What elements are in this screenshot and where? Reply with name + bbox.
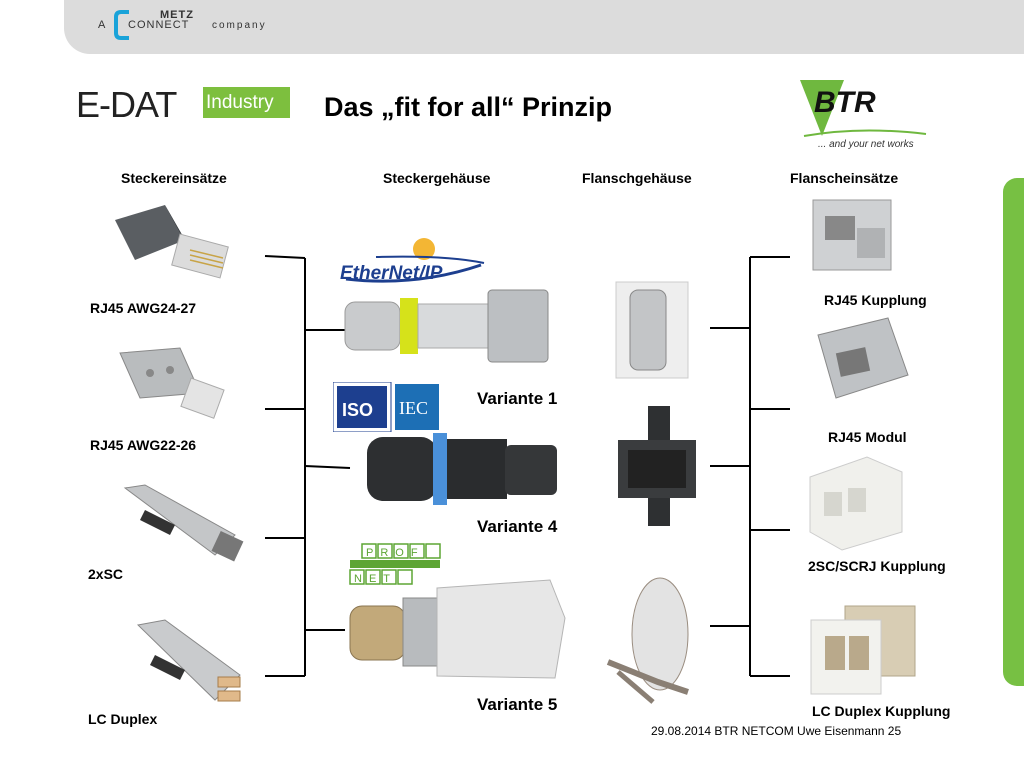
metz-c-logo-icon	[114, 10, 129, 40]
flange-insert-label-lc-duplex: LC Duplex Kupplung	[812, 703, 951, 719]
iec-text: IEC	[399, 398, 428, 418]
flange-insert-label-rj45-kupplung: RJ45 Kupplung	[824, 292, 927, 308]
metz-a-text: A	[98, 19, 107, 31]
metz-text: METZ	[160, 9, 194, 21]
slide-title: Das „fit for all“ Prinzip	[324, 92, 613, 122]
company-text: company	[212, 20, 267, 31]
header-bar	[64, 0, 1024, 54]
2xsc-plug-image	[123, 484, 244, 562]
lc-duplex-kupplung-image	[810, 605, 916, 695]
btr-tagline: ... and your net works	[818, 139, 914, 150]
insert-label-2xsc: 2xSC	[88, 566, 124, 582]
column-header-flange-inserts: Flanscheinsätze	[790, 170, 899, 186]
iso-text: ISO	[342, 400, 373, 420]
industry-badge: Industry	[203, 87, 290, 118]
insert-label-lc-duplex: LC Duplex	[88, 711, 158, 727]
variant1-housing-image	[344, 289, 549, 363]
2sc-scrj-kupplung-image	[809, 456, 903, 551]
iso-iec-logo-icon: ISO IEC	[333, 382, 439, 432]
insert-label-rj45-awg24: RJ45 AWG24-27	[90, 300, 197, 316]
ethernet-ip-logo-icon: EtherNet/IP	[340, 238, 485, 284]
btr-logo-text: BTR	[814, 86, 876, 119]
variant-label-1: Variante 1	[477, 389, 558, 408]
edat-logo: E-DAT	[76, 84, 177, 125]
lc-duplex-plug-image	[136, 619, 241, 702]
slide-footer: 29.08.2014 BTR NETCOM Uwe Eisenmann 25	[651, 724, 902, 738]
connect-text: CONNECT	[128, 19, 190, 31]
column-header-inserts: Steckereinsätze	[121, 170, 227, 186]
profinet-bottom-text: NET	[354, 573, 397, 585]
flange-insert-label-rj45-modul: RJ45 Modul	[828, 429, 907, 445]
variant-label-5: Variante 5	[477, 695, 558, 714]
rj45-awg24-plug-image	[115, 205, 229, 279]
btr-logo-icon: BTR	[800, 80, 927, 137]
rj45-kupplung-image	[812, 199, 892, 271]
ethernet-ip-text: EtherNet/IP	[340, 263, 443, 284]
flange-housing-2-image	[618, 406, 696, 526]
flange-housing-1-image	[615, 281, 689, 379]
rj45-awg22-plug-image	[119, 347, 225, 419]
variant-label-4: Variante 4	[477, 517, 558, 536]
column-header-flange-housings: Flanschgehäuse	[582, 170, 692, 186]
rj45-modul-image	[817, 317, 909, 399]
variant4-housing-image	[367, 433, 557, 505]
flange-housing-3-image	[606, 577, 689, 704]
variant5-housing-image	[349, 579, 566, 679]
side-accent-tab	[1003, 178, 1024, 686]
profinet-logo-icon: PROFI NET	[349, 543, 441, 585]
flange-insert-label-2sc-scrj: 2SC/SCRJ Kupplung	[808, 558, 946, 574]
column-header-housings: Steckergehäuse	[383, 170, 491, 186]
insert-label-rj45-awg22: RJ45 AWG22-26	[90, 437, 197, 453]
profinet-top-text: PROFI	[366, 547, 435, 559]
